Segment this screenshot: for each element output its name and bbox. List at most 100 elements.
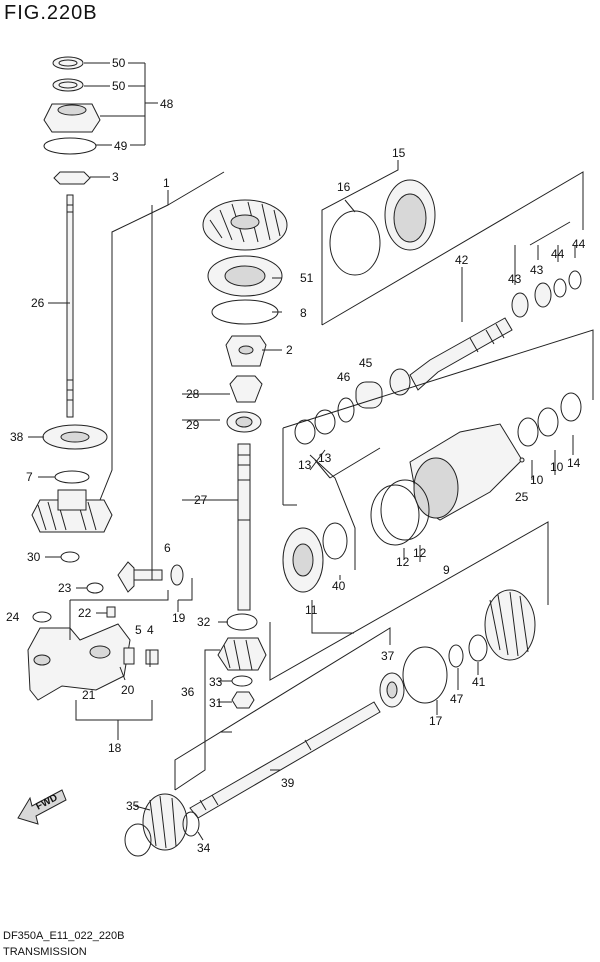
callout-25: 25 <box>515 490 529 504</box>
callout-10b: 10 <box>550 460 564 474</box>
callout-45: 45 <box>359 356 373 370</box>
callout-51: 51 <box>300 271 314 285</box>
snap-ring-16 <box>329 210 381 276</box>
propeller-shaft-27 <box>237 443 251 611</box>
callout-26: 26 <box>31 296 45 310</box>
pinion-gear <box>31 489 113 533</box>
o-ring-24 <box>32 611 52 623</box>
callout-35: 35 <box>126 799 140 813</box>
callout-29: 29 <box>186 418 200 432</box>
washer-33 <box>231 675 253 687</box>
callouts: 50 50 48 49 3 1 26 38 7 30 23 24 22 5 4 … <box>6 56 586 855</box>
callout-31: 31 <box>209 696 223 710</box>
thrust-washer-41 <box>468 634 488 662</box>
callout-23: 23 <box>58 581 72 595</box>
oil-seal-upper <box>52 56 84 70</box>
figure-name: TRANSMISSION <box>3 946 87 958</box>
gear-case-9 <box>409 423 523 521</box>
callout-1: 1 <box>163 176 170 190</box>
callout-13a: 13 <box>298 458 312 472</box>
bevel-gear-36 <box>217 637 267 671</box>
callout-19: 19 <box>172 611 186 625</box>
shift-bracket <box>27 623 131 701</box>
washer-34 <box>182 811 200 837</box>
circlip-30 <box>60 551 80 563</box>
shaft-42 <box>389 317 513 396</box>
ring-13b <box>314 409 336 435</box>
callout-9: 9 <box>443 563 450 577</box>
group-line-37 <box>174 627 391 790</box>
needle-bearing-43a <box>511 292 529 318</box>
bearing-38 <box>42 424 108 450</box>
callout-16: 16 <box>337 180 351 194</box>
callout-12b: 12 <box>413 546 427 560</box>
callout-24: 24 <box>6 610 20 624</box>
bearing-37 <box>379 672 405 708</box>
callout-2: 2 <box>286 343 293 357</box>
callout-41: 41 <box>472 675 486 689</box>
group-line-11 <box>269 521 549 681</box>
seal-19 <box>170 564 184 586</box>
callout-49: 49 <box>114 139 128 153</box>
bearing-51 <box>207 255 283 297</box>
pin-22 <box>106 606 116 618</box>
callout-44b: 44 <box>572 237 586 251</box>
callout-13b: 13 <box>318 451 332 465</box>
callout-43b: 43 <box>530 263 544 277</box>
callout-18: 18 <box>108 741 122 755</box>
clutch-2 <box>225 335 267 367</box>
callout-27: 27 <box>194 493 208 507</box>
group-line-36 <box>174 649 220 791</box>
nut-3 <box>53 171 91 185</box>
callout-38: 38 <box>10 430 24 444</box>
o-ring-49 <box>43 137 97 155</box>
group-line-48 <box>84 62 158 146</box>
ring-seal-35b <box>124 823 152 857</box>
callout-15: 15 <box>392 146 406 160</box>
callout-46: 46 <box>337 370 351 384</box>
bearing-case-15 <box>384 179 436 251</box>
shim-7 <box>54 470 90 484</box>
seal-housing <box>43 103 101 133</box>
washer-40 <box>322 522 348 560</box>
callout-22: 22 <box>78 606 92 620</box>
washer-23 <box>86 582 104 594</box>
fwd-arrow: FWD <box>17 789 67 825</box>
callout-10a: 10 <box>530 473 544 487</box>
callout-3: 3 <box>112 170 119 184</box>
figure-title: FIG.220B <box>4 2 98 24</box>
ring-10a <box>517 417 539 447</box>
callout-50a: 50 <box>112 56 126 70</box>
callout-20: 20 <box>121 683 135 697</box>
callout-43a: 43 <box>508 272 522 286</box>
nut-28 <box>229 375 263 403</box>
figure-code: DF350A_E11_022_220B <box>3 930 125 942</box>
callout-6: 6 <box>164 541 171 555</box>
o-ring-17 <box>402 646 448 704</box>
callout-5: 5 <box>135 623 142 637</box>
callout-8: 8 <box>300 306 307 320</box>
ring-46 <box>337 397 355 423</box>
callout-40: 40 <box>332 579 346 593</box>
group-line-9 <box>282 329 594 506</box>
callout-7: 7 <box>26 470 33 484</box>
o-ring-12a <box>370 484 420 546</box>
callout-17: 17 <box>429 714 443 728</box>
callout-39: 39 <box>281 776 295 790</box>
callout-21: 21 <box>82 688 96 702</box>
forward-gear-35 <box>142 793 188 851</box>
callout-37: 37 <box>381 649 395 663</box>
callout-44a: 44 <box>551 247 565 261</box>
bearing-29 <box>226 411 262 433</box>
o-ring-12b <box>380 479 430 541</box>
pin-25 <box>519 457 525 463</box>
callout-4: 4 <box>147 623 154 637</box>
bevel-gear-1 <box>202 199 288 251</box>
callout-33: 33 <box>209 675 223 689</box>
bearing-11 <box>282 527 324 593</box>
shift-cam-6 <box>117 561 163 593</box>
group-line-18 <box>69 578 193 740</box>
shim-32 <box>226 613 258 631</box>
ring-10b <box>537 407 559 437</box>
